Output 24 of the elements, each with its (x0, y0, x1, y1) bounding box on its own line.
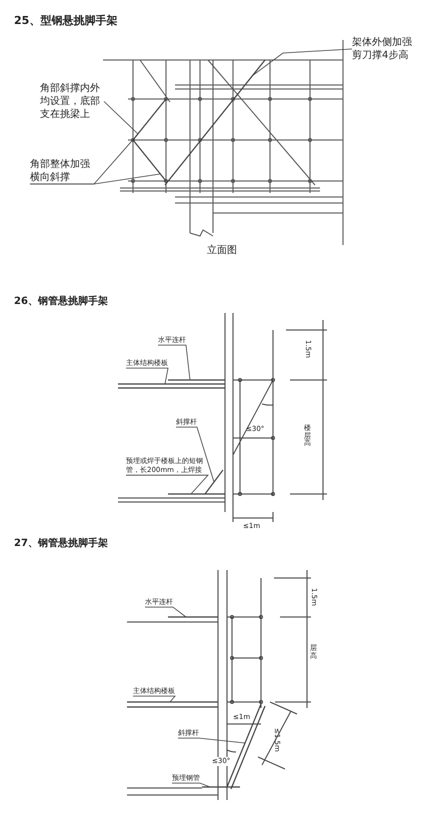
drawing-caption: 立面图 (207, 245, 237, 258)
leader-line (252, 48, 352, 76)
section-heading: 25、型钢悬挑脚手架 (14, 14, 118, 28)
floor-slab (126, 701, 219, 708)
section-heading: 26、钢管悬挑脚手架 (14, 296, 108, 308)
section-heading: 27、钢管悬挑脚手架 (14, 538, 108, 550)
callout-text: 角部斜撑内外均设置，底部支在挑梁上 (40, 82, 104, 121)
callout-text: 架体外侧加强剪刀撑4步高 (352, 36, 416, 62)
leader-line (158, 344, 190, 380)
callout-text: 角部整体加强横向斜撑 (30, 158, 94, 184)
floor-slab (117, 383, 226, 389)
scissor-brace (164, 60, 266, 186)
leader-line (178, 738, 246, 744)
diagonal-brace (132, 140, 166, 182)
leader-line (30, 174, 160, 184)
leader-line (144, 606, 186, 618)
leader-line (126, 368, 168, 384)
leader-line (132, 696, 176, 702)
diagonal-brace (204, 470, 224, 494)
leader-line (172, 782, 210, 788)
leader-line (126, 474, 209, 494)
diagonal-brace (132, 98, 166, 140)
leader-line (176, 426, 214, 482)
leader-line (104, 101, 138, 134)
